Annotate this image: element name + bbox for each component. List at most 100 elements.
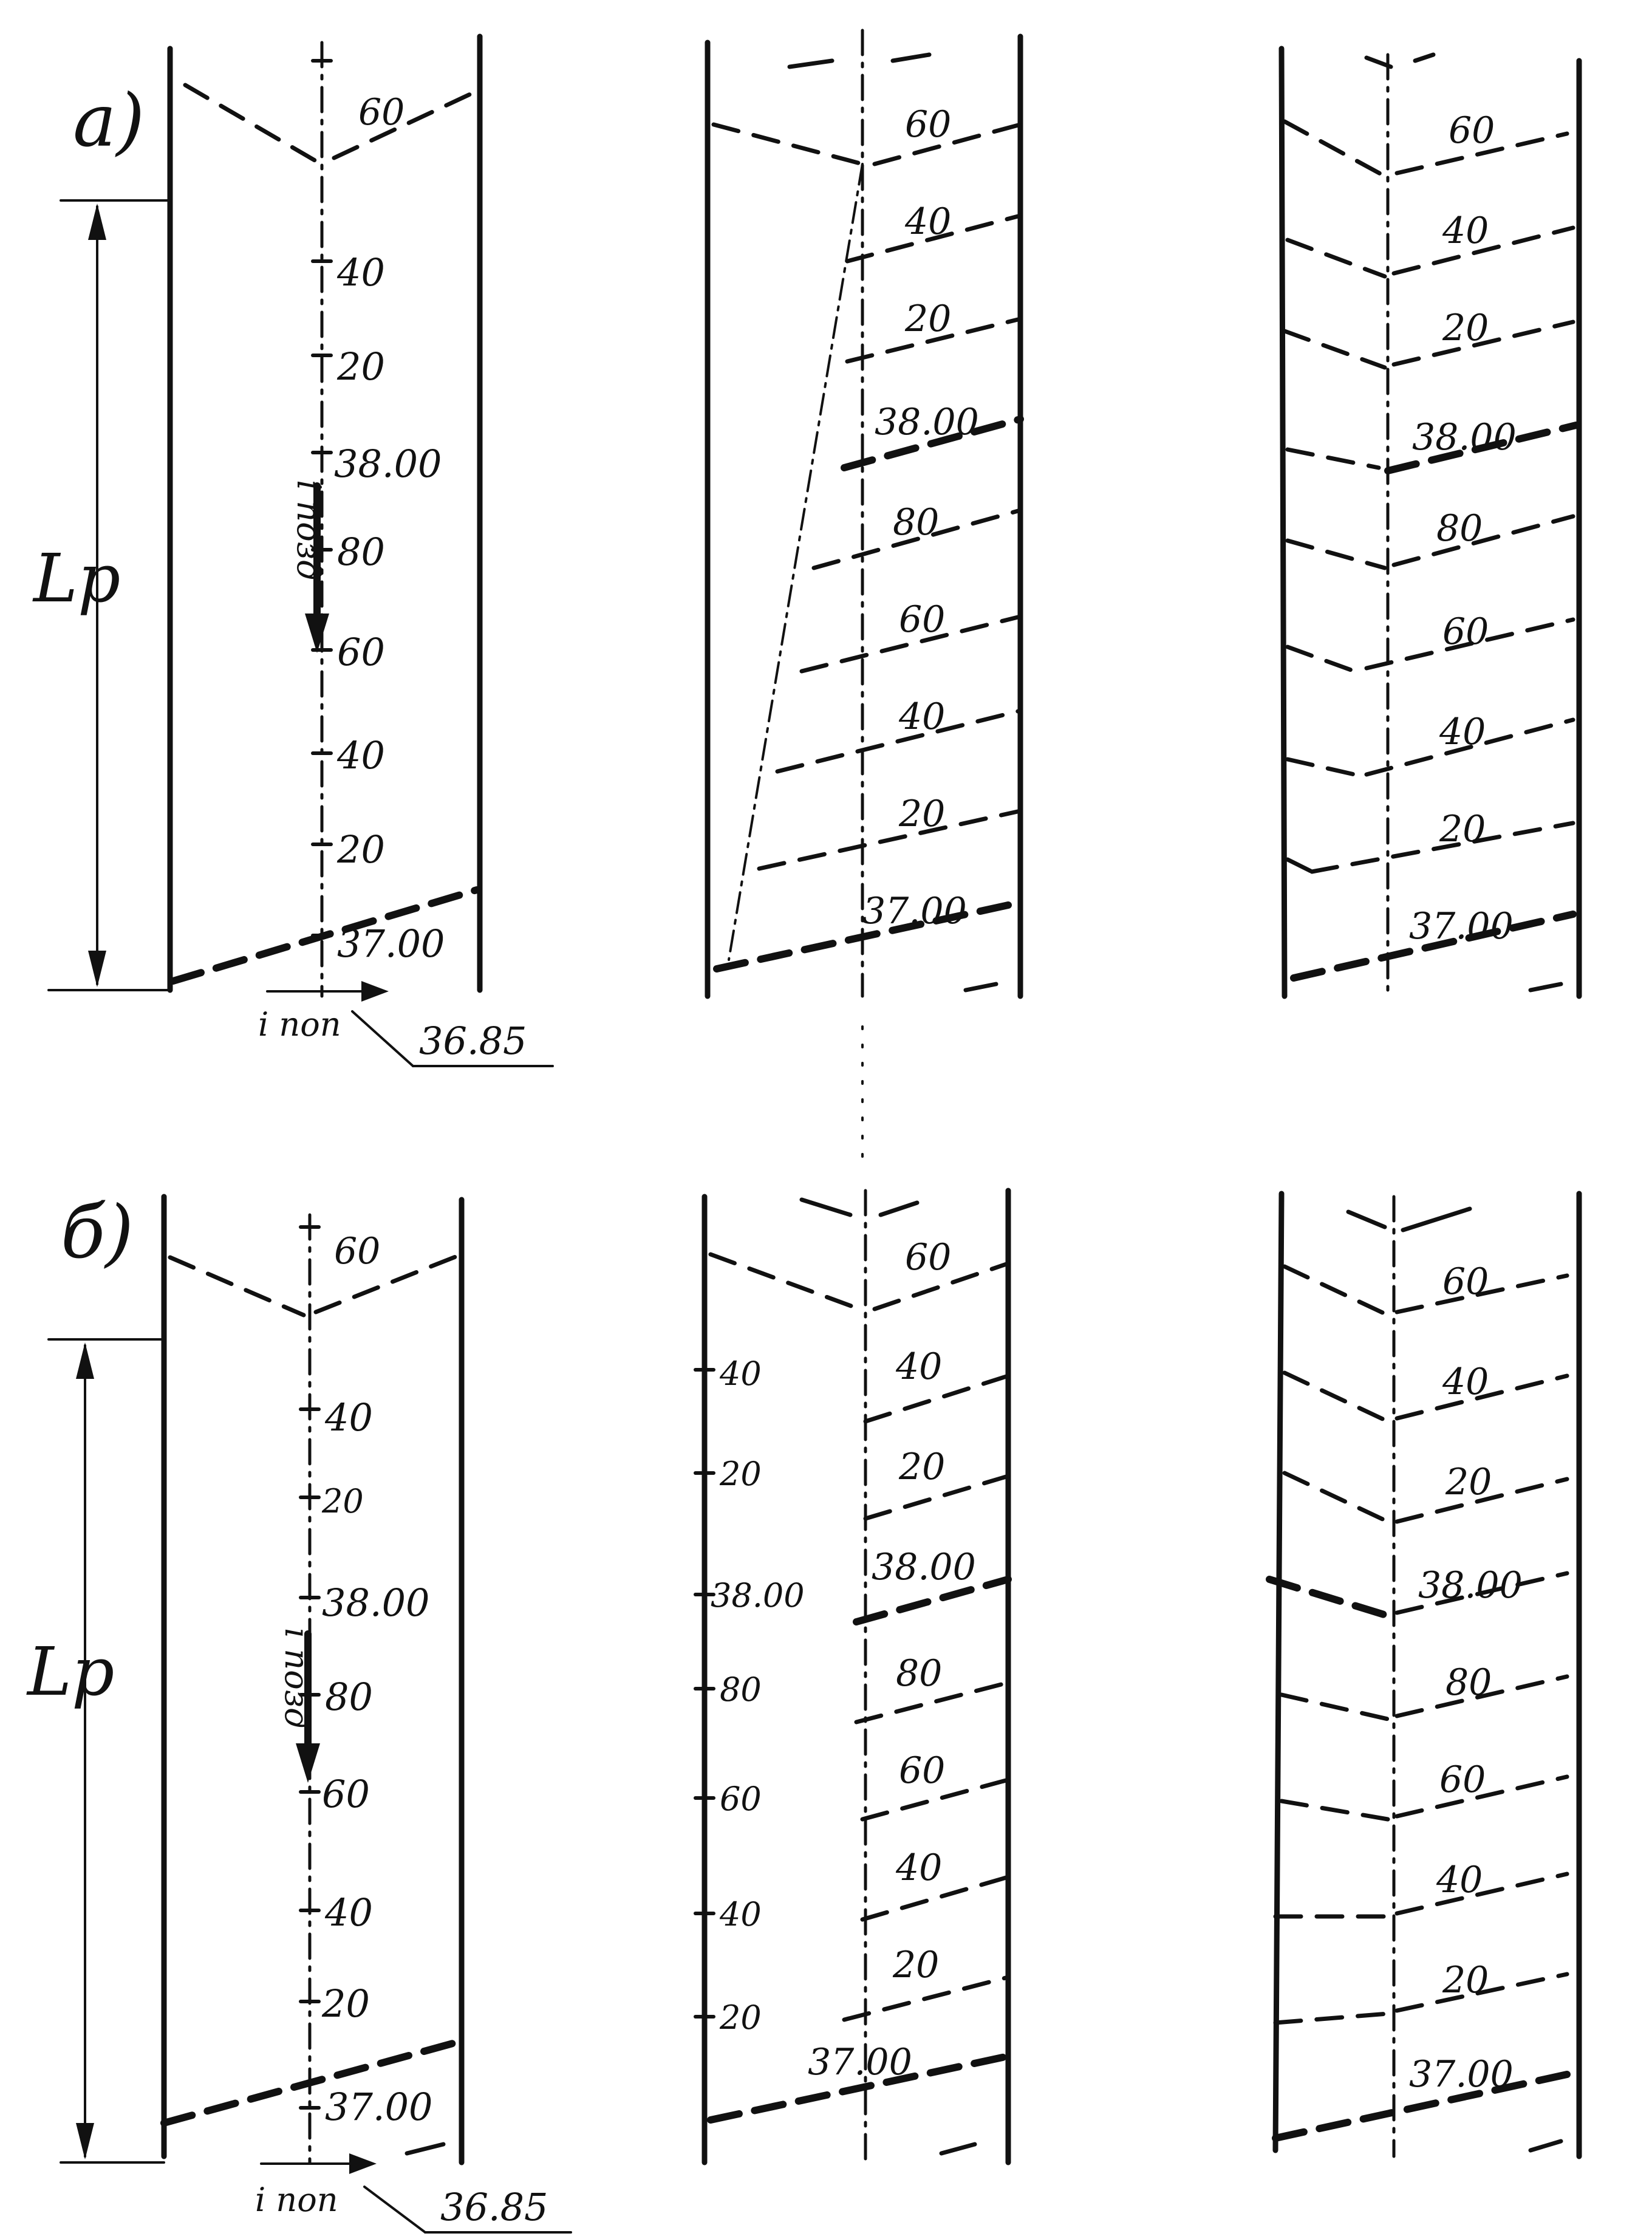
edge-mark: 40	[719, 1895, 762, 1933]
axis-mark: 80	[1445, 1661, 1492, 1704]
edge-mark: 38.00	[711, 1576, 805, 1615]
axis-mark: 40	[1442, 1361, 1489, 1403]
contour-line	[1394, 131, 1569, 176]
left-edge-line	[1278, 46, 1288, 999]
axis-mark: 20	[898, 1446, 945, 1488]
axis-mark: 20	[904, 298, 951, 340]
contour-line	[1285, 238, 1387, 279]
contour-line	[1282, 119, 1387, 179]
span-label: Lp	[26, 1633, 114, 1711]
dimension-arrow-top	[76, 1342, 94, 1379]
contour-line	[853, 1576, 1012, 1625]
ridge-line-right	[332, 89, 479, 160]
axis-mark: 20	[321, 1482, 364, 1520]
axis-mark: 60	[1449, 109, 1495, 152]
panel-b-right-strip: 60 40 20 38.00 80 60 40 20 37.00	[1266, 1191, 1582, 2159]
axis-mark: 37.00	[325, 2085, 433, 2129]
axis-ticks	[299, 1225, 321, 2110]
panel-a-left-strip: Lp 60 40 20 38.00 80 60 4	[32, 33, 554, 1067]
axis-mark: 40	[324, 1395, 373, 1440]
axis-mark: 20	[892, 1944, 939, 1986]
dimension-arrow-top	[88, 203, 106, 240]
contour-line	[1391, 514, 1575, 567]
contour-stub	[404, 2142, 446, 2156]
contour-line	[1309, 821, 1575, 874]
contour-line	[1285, 644, 1357, 674]
contour-line	[863, 1373, 1011, 1424]
transverse-slope-arrowhead	[361, 981, 389, 1002]
left-edge-line	[1272, 1191, 1285, 2153]
contour-stub	[939, 2142, 977, 2156]
contour-line	[708, 1252, 862, 1311]
contour-line	[1282, 1370, 1390, 1424]
ridge-mark	[1413, 52, 1436, 63]
contour-line	[1282, 1471, 1390, 1524]
ridge-mark	[799, 1197, 853, 1217]
contour-line	[1282, 329, 1387, 370]
axis-mark: 20	[1439, 808, 1486, 850]
edge-ticks	[694, 1368, 715, 2019]
contour-line	[860, 1875, 1011, 1922]
contour-line	[1272, 2071, 1571, 2142]
contour-line	[1391, 225, 1575, 276]
contour-line	[1285, 757, 1357, 777]
axis-mark: 60	[905, 1236, 951, 1279]
edge-mark: 20	[719, 1998, 762, 2037]
axis-mark: 20	[1445, 1461, 1492, 1503]
ridge-mark	[1364, 55, 1393, 69]
axis-mark: 60	[334, 1230, 380, 1273]
longitudinal-slope-label: i позд	[278, 1628, 316, 1728]
contour-line	[757, 808, 1023, 871]
axis-mark: 40	[1439, 711, 1486, 753]
contour-line	[872, 122, 1023, 166]
contour-line	[1285, 447, 1381, 470]
axis-mark: 20	[898, 793, 945, 835]
edge-mark: 60	[720, 1780, 762, 1818]
transverse-slope-arrowhead	[349, 2153, 377, 2174]
contour-line	[711, 122, 865, 166]
axis-mark: 60	[905, 103, 951, 146]
contour-line	[799, 614, 1023, 674]
contour-line	[1394, 1972, 1569, 2013]
contour-line	[1290, 911, 1577, 982]
contour-line	[1394, 1571, 1569, 1615]
axis-mark: 60	[899, 598, 945, 641]
axis-mark: 60	[1439, 1759, 1486, 1801]
contour-line	[1391, 320, 1575, 367]
panel-b-middle-strip: 40 20 38.00 80 60 40 20 60 40 20 38.00 8…	[694, 1188, 1012, 2166]
panel-a: а) Lp	[32, 29, 1582, 1067]
axis-mark: 40	[336, 733, 385, 778]
axis-mark: 38.00	[872, 1546, 976, 1588]
contour-line	[1394, 1273, 1569, 1314]
axis-mark: 80	[1436, 507, 1483, 550]
contour-line	[841, 415, 1024, 471]
contour-stub	[1528, 2139, 1563, 2153]
axis-mark: 38.00	[1412, 416, 1517, 459]
contour-line	[1279, 1799, 1390, 1822]
contour-line	[1394, 1872, 1569, 1916]
contour-line	[845, 213, 1023, 264]
axis-mark: 80	[325, 1675, 373, 1719]
ridge-line-left	[168, 1255, 306, 1318]
axis-mark: 40	[336, 250, 385, 295]
edge-mark: 40	[719, 1355, 762, 1393]
contour-line-bottom	[169, 886, 480, 985]
axis-mark: 37.00	[1409, 905, 1514, 948]
dimension-arrow-bottom	[76, 2123, 94, 2159]
span-label: Lp	[32, 539, 120, 617]
ridge-mark	[787, 58, 835, 69]
longitudinal-slope-label: i позд	[290, 480, 328, 580]
contour-line	[1384, 422, 1580, 474]
elevation-leader	[363, 2186, 426, 2234]
contour-line	[1364, 717, 1575, 777]
contour-line	[1394, 1774, 1569, 1819]
axis-mark: 60	[1442, 610, 1489, 653]
contour-line	[854, 1680, 1011, 1725]
edge-mark: 80	[720, 1670, 762, 1709]
contour-line	[842, 1975, 1011, 2022]
contour-line	[775, 708, 1023, 774]
longitudinal-slope-arrowhead	[305, 614, 329, 653]
elevation-leader	[351, 1010, 414, 1067]
contour-line	[811, 508, 1023, 570]
edge-elevation: 36.85	[440, 2185, 548, 2229]
